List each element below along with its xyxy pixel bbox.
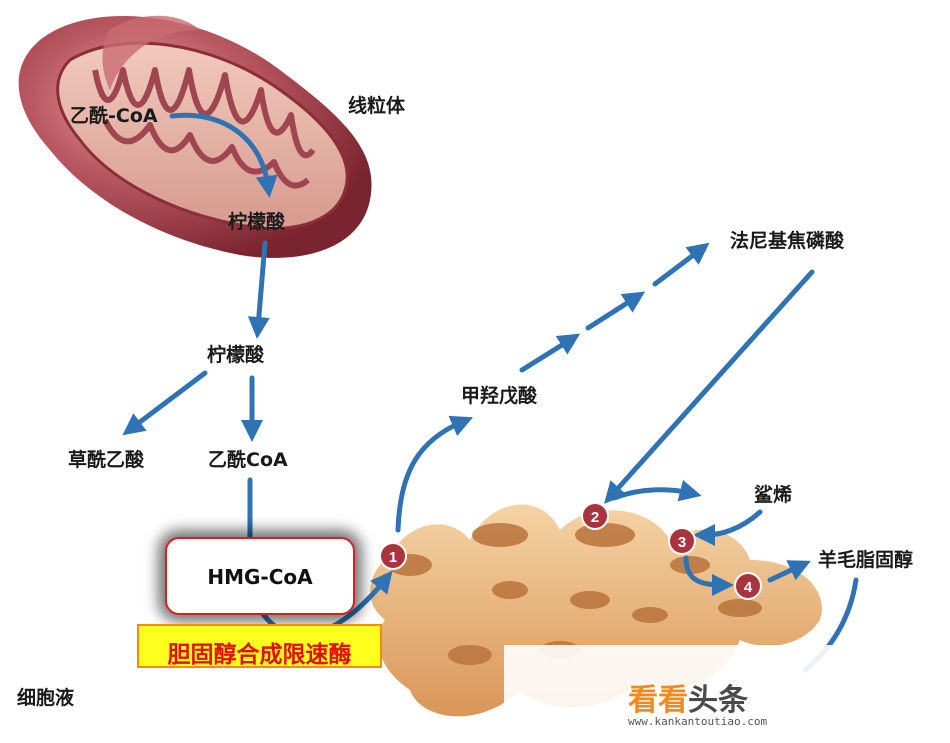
label-oxaloacetate: 草酰乙酸 [68,449,145,471]
step-marker-3: 3 [668,527,696,555]
mitochondrion-illustration [18,15,372,258]
label-acetyl-coa-mito: 乙酰-CoA [70,105,158,127]
step-4-text: 4 [744,579,753,596]
arrow-mevalonate-seg2 [585,291,646,331]
label-acetyl-coa-cyto: 乙酰CoA [208,449,288,471]
step-2-text: 2 [591,509,599,526]
step-marker-1: 1 [379,542,407,570]
arrow-citrate-out [247,240,270,339]
label-cytosol: 细胞液 [17,687,75,709]
arrow-step4-to-lanosterol [767,560,811,583]
arrow-citrate-to-oxaloacetate [122,370,208,436]
arrow-step3-to-step4 [683,555,734,596]
watermark-logo: 看看头条 [628,675,748,719]
watermark-url: www.kankantoutiao.com [628,715,768,728]
label-squalene: 鲨烯 [754,484,793,506]
hmg-coa-label: HMG-CoA [207,565,313,589]
label-mitochondria: 线粒体 [348,95,406,117]
label-lanosterol: 羊毛脂固醇 [818,549,914,571]
arrow-mevalonate-seg3 [652,242,710,287]
label-citrate-mito: 柠檬酸 [228,211,286,233]
hmg-coa-box: HMG-CoA [165,537,355,615]
label-citrate-cyto: 柠檬酸 [207,344,265,366]
arrow-step2-to-squalene [611,479,702,502]
watermark-logo-part1: 看看 [628,683,688,718]
arrow-squalene-to-step3 [693,509,763,546]
step-markers: 1 2 3 4 [379,502,762,600]
label-farnesyl-pp: 法尼基焦磷酸 [730,230,845,252]
step-marker-4: 4 [734,572,762,600]
arrow-step1-to-mevalonate [395,415,474,533]
watermark-logo-part2: 头条 [688,683,748,718]
arrow-mevalonate-seg1 [519,333,581,373]
step-1-text: 1 [389,549,397,566]
rate-limiting-enzyme-label: 胆固醇合成限速酶 [167,642,352,668]
rate-limiting-enzyme-banner: 胆固醇合成限速酶 [137,624,382,668]
step-3-text: 3 [678,534,686,551]
label-mevalonate: 甲羟戊酸 [461,385,538,407]
arrow-fpp-to-step2 [603,269,815,504]
watermark-panel: 看看头条 www.kankantoutiao.com [504,645,950,743]
step-marker-2: 2 [581,502,609,530]
arrow-acetyl-to-citrate [169,112,278,198]
